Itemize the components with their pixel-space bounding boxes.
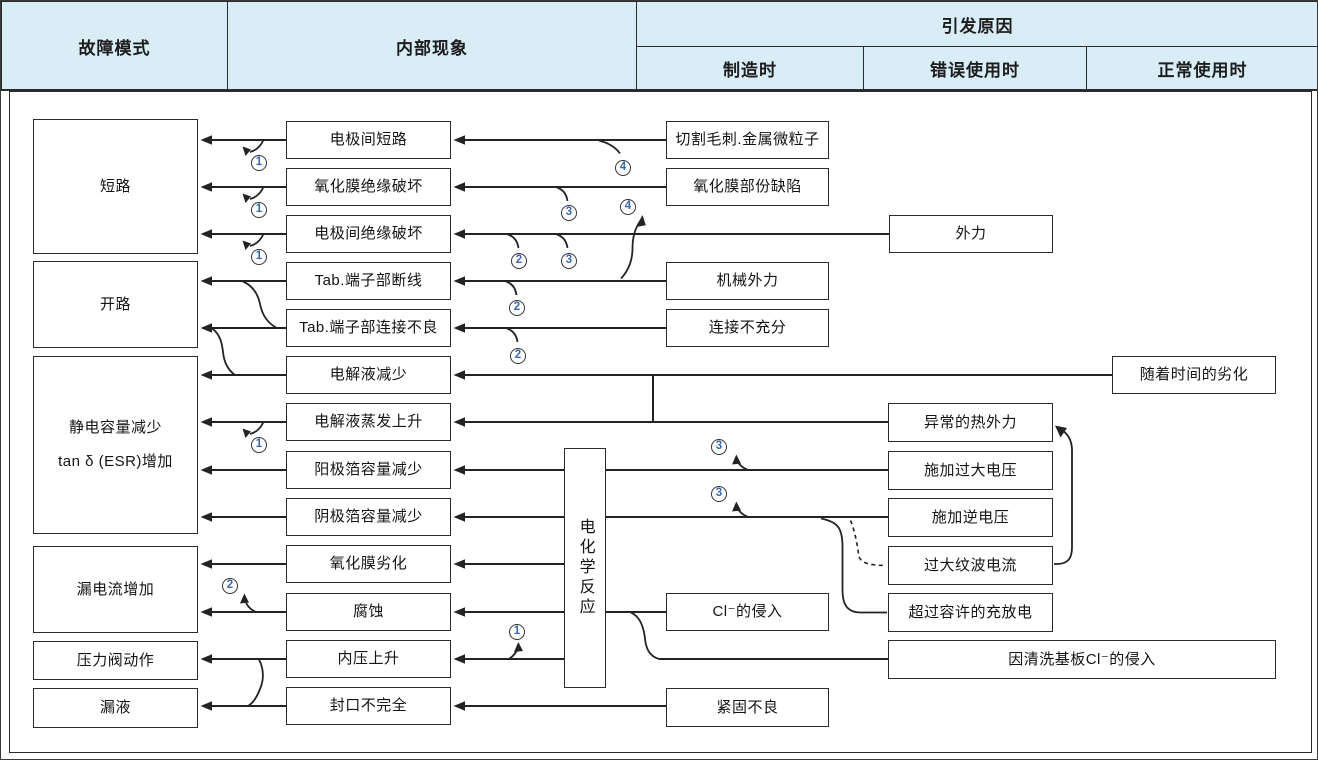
phen-electrode-short: 电极间短路 — [286, 121, 451, 159]
cause-excessive-ripple-current: 过大纹波电流 — [888, 546, 1053, 585]
header-fault-mode: 故障模式 — [1, 1, 228, 91]
cause-abnormal-thermal-stress: 异常的热外力 — [888, 403, 1053, 442]
cause-chloride-intrusion: Cl⁻的侵入 — [666, 593, 829, 631]
header-cause: 引发原因 — [636, 1, 1317, 47]
connector-ref-3: 3 — [711, 439, 727, 455]
header-cause-misuse: 错误使用时 — [863, 46, 1087, 91]
connector-ref-4: 4 — [615, 160, 631, 176]
connector-ref-2: 2 — [222, 578, 238, 594]
cause-excessive-voltage: 施加过大电压 — [888, 451, 1053, 490]
phen-corrosion: 腐蚀 — [286, 593, 451, 631]
phen-cathode-foil-capacitance-decrease: 阴极箔容量减少 — [286, 498, 451, 536]
fault-liquid-leakage: 漏液 — [33, 688, 198, 728]
cause-reverse-voltage: 施加逆电压 — [888, 498, 1053, 537]
header-cause-normal-use: 正常使用时 — [1086, 46, 1317, 91]
fault-short-circuit: 短路 — [33, 119, 198, 254]
phen-internal-pressure-rise: 内压上升 — [286, 640, 451, 678]
phen-incomplete-sealing: 封口不完全 — [286, 687, 451, 725]
header-divider — [1, 89, 1317, 91]
connector-ref-3: 3 — [561, 253, 577, 269]
cause-board-cleaning-chloride-intrusion: 因清洗基板Cl⁻的侵入 — [888, 640, 1276, 679]
connector-ref-1: 1 — [251, 437, 267, 453]
phen-tab-terminal-break: Tab.端子部断线 — [286, 262, 451, 300]
connector-ref-1: 1 — [251, 249, 267, 265]
connector-ref-1: 1 — [251, 155, 267, 171]
diagram-border — [9, 91, 1312, 753]
cause-cutting-burr-metal-particles: 切割毛刺.金属微粒子 — [666, 121, 829, 159]
phen-electrode-insulation-breakdown: 电极间绝缘破坏 — [286, 215, 451, 253]
phen-oxide-film-degradation: 氧化膜劣化 — [286, 545, 451, 583]
phen-oxide-film-insulation-breakdown: 氧化膜绝缘破坏 — [286, 168, 451, 206]
phen-tab-terminal-poor-connection: Tab.端子部连接不良 — [286, 309, 451, 347]
connector-ref-2: 2 — [510, 348, 526, 364]
fault-pressure-valve-operation: 压力阀动作 — [33, 641, 198, 680]
connector-ref-4: 4 — [620, 199, 636, 215]
connector-ref-3: 3 — [561, 205, 577, 221]
cause-mechanical-external-force: 机械外力 — [666, 262, 829, 300]
header-internal-phenomenon: 内部现象 — [227, 1, 637, 91]
cause-over-charge-discharge: 超过容许的充放电 — [888, 593, 1053, 632]
fault-leakage-current-increase: 漏电流增加 — [33, 546, 198, 633]
cause-external-force: 外力 — [889, 215, 1053, 253]
cause-aging-degradation: 随着时间的劣化 — [1112, 356, 1276, 394]
connector-ref-1: 1 — [509, 624, 525, 640]
connector-ref-1: 1 — [251, 202, 267, 218]
phen-electrolyte-evaporation-rise: 电解液蒸发上升 — [286, 403, 451, 441]
hub-electrochemical-reaction: 电化学反应 — [564, 448, 606, 688]
cause-poor-fastening: 紧固不良 — [666, 688, 829, 727]
connector-ref-2: 2 — [511, 253, 527, 269]
phen-anode-foil-capacitance-decrease: 阳极箔容量减少 — [286, 451, 451, 489]
connector-ref-3: 3 — [711, 486, 727, 502]
header-cause-manufacturing: 制造时 — [636, 46, 864, 91]
cause-insufficient-connection: 连接不充分 — [666, 309, 829, 347]
fault-open-circuit: 开路 — [33, 261, 198, 348]
connector-ref-2: 2 — [509, 300, 525, 316]
cause-oxide-film-partial-defect: 氧化膜部份缺陷 — [666, 168, 829, 206]
phen-electrolyte-decrease: 电解液减少 — [286, 356, 451, 394]
